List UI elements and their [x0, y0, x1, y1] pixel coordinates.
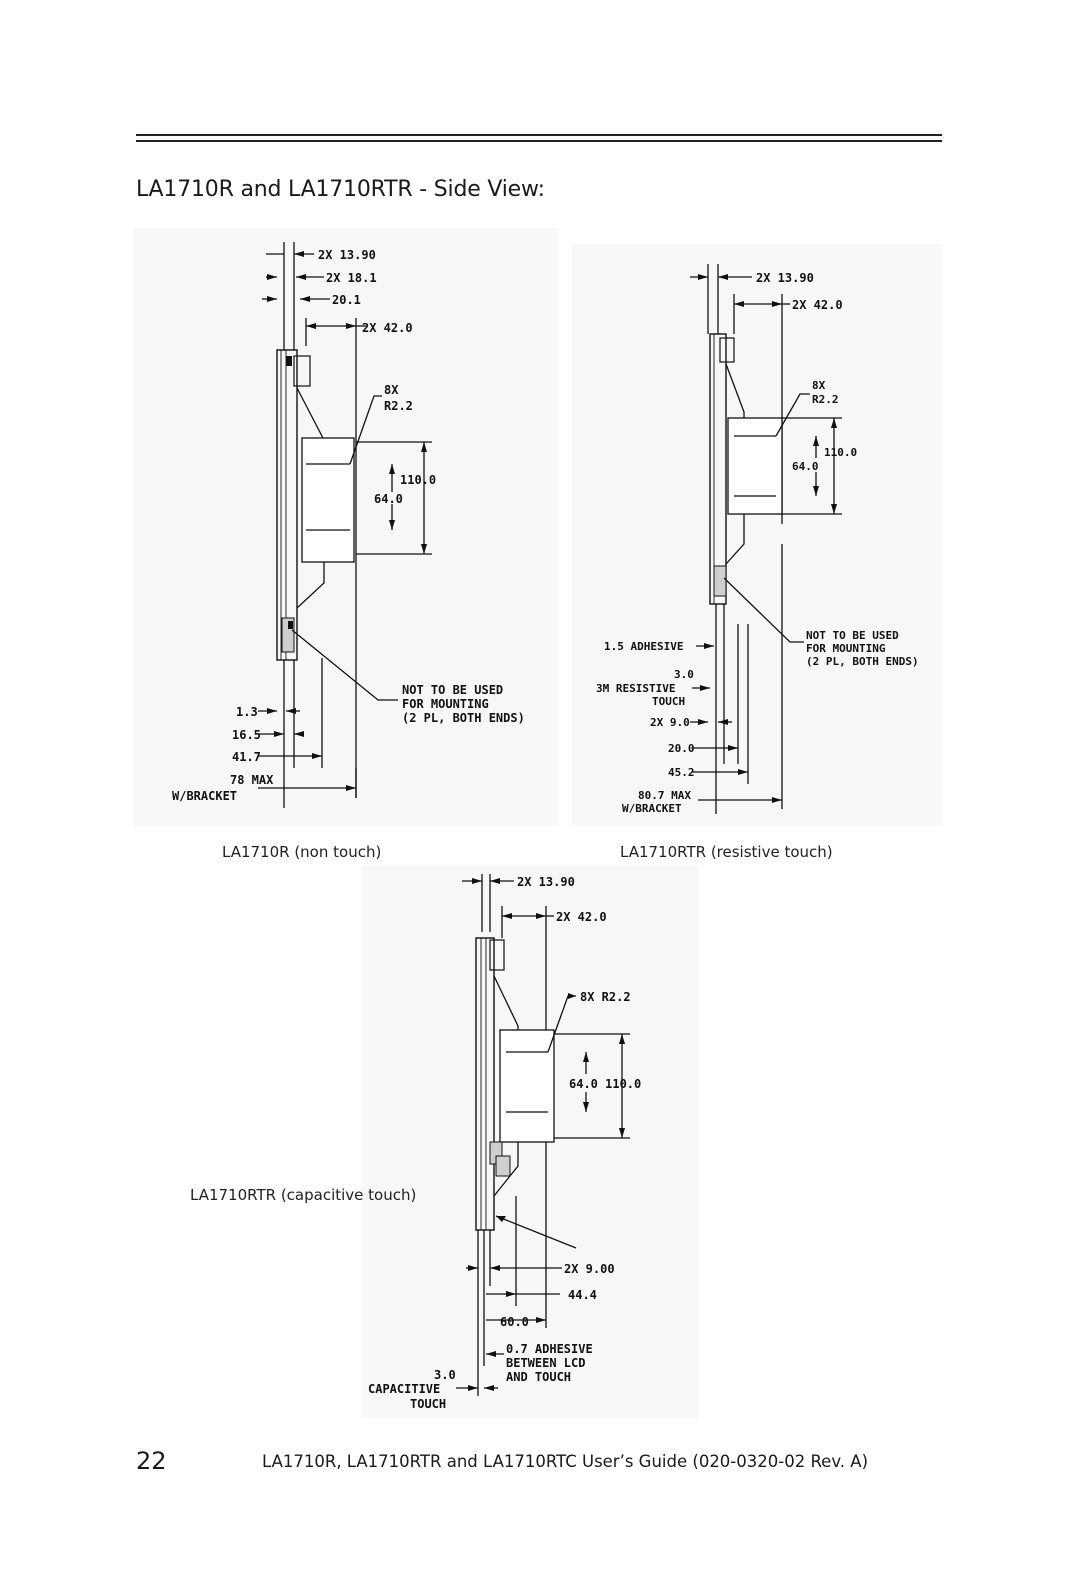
res-dim-45-2: 45.2 — [668, 766, 695, 779]
res-note-3: (2 PL, BOTH ENDS) — [806, 655, 919, 668]
dim-110-0: 110.0 — [400, 473, 436, 487]
dim-w-bracket: W/BRACKET — [172, 789, 237, 803]
cap-capacitive-2: TOUCH — [410, 1397, 446, 1411]
header-rule-bottom — [136, 140, 942, 142]
cap-dim-44-4: 44.4 — [568, 1288, 597, 1302]
res-dim-9-0: 2X 9.0 — [650, 716, 690, 729]
dim-20-1: 20.1 — [332, 293, 361, 307]
cap-dim-42-0: 2X 42.0 — [556, 910, 607, 924]
figure-resistive: 2X 13.90 2X 42.0 8X R2.2 110.0 — [572, 244, 942, 826]
cap-adhesive-3: AND TOUCH — [506, 1370, 571, 1384]
res-dim-8x: 8X — [812, 379, 826, 392]
note-line-3: (2 PL, BOTH ENDS) — [402, 711, 525, 725]
res-dim-20-0: 20.0 — [668, 742, 695, 755]
cap-dim-60-0: 60.0 — [500, 1315, 529, 1329]
dim-8x: 8X — [384, 383, 399, 397]
cap-dim-3-0: 3.0 — [434, 1368, 456, 1382]
figure-capacitive: 2X 13.90 2X 42.0 8X R2.2 — [362, 866, 698, 1418]
res-dim-80-7: 80.7 MAX — [638, 789, 691, 802]
caption-non-touch: LA1710R (non touch) — [222, 843, 382, 861]
caption-capacitive: LA1710RTR (capacitive touch) — [190, 1186, 417, 1204]
dim-64-0: 64.0 — [374, 492, 403, 506]
dim-r2-2: R2.2 — [384, 399, 413, 413]
drawing-capacitive: 2X 13.90 2X 42.0 8X R2.2 — [368, 874, 641, 1411]
cap-adhesive-2: BETWEEN LCD — [506, 1356, 585, 1370]
dim-78-max: 78 MAX — [230, 773, 274, 787]
note-line-2: FOR MOUNTING — [402, 697, 489, 711]
cap-dim-13-90: 2X 13.90 — [517, 875, 575, 889]
dim-18-1: 2X 18.1 — [326, 271, 377, 285]
dim-13-90: 2X 13.90 — [318, 248, 376, 262]
cap-capacitive-1: CAPACITIVE — [368, 1382, 440, 1396]
res-dim-64-0: 64.0 — [792, 460, 819, 473]
section-title: LA1710R and LA1710RTR - Side View: — [136, 177, 545, 202]
res-dim-r2-2: R2.2 — [812, 393, 839, 406]
res-dim-110-0: 110.0 — [824, 446, 857, 459]
res-resistive-2: TOUCH — [652, 695, 685, 708]
drawing-non-touch: 2X 13.90 2X 18.1 20.1 2X 42.0 — [172, 242, 525, 808]
res-adhesive: 1.5 ADHESIVE — [604, 640, 683, 653]
cap-dim-r2-2: 8X R2.2 — [580, 990, 631, 1004]
res-resistive-1: 3M RESISTIVE — [596, 682, 675, 695]
caption-resistive: LA1710RTR (resistive touch) — [620, 843, 833, 861]
dim-1-3: 1.3 — [236, 705, 258, 719]
res-dim-3-0: 3.0 — [674, 668, 694, 681]
cap-dim-9-00: 2X 9.00 — [564, 1262, 615, 1276]
res-note-1: NOT TO BE USED — [806, 629, 899, 642]
cap-adhesive-1: 0.7 ADHESIVE — [506, 1342, 593, 1356]
res-dim-13-90: 2X 13.90 — [756, 271, 814, 285]
res-w-bracket: W/BRACKET — [622, 802, 682, 815]
res-note-2: FOR MOUNTING — [806, 642, 886, 655]
cap-dim-64-110: 64.0 110.0 — [569, 1077, 641, 1091]
dim-16-5: 16.5 — [232, 728, 261, 742]
footer-guide-title: LA1710R, LA1710RTR and LA1710RTC User’s … — [262, 1452, 869, 1471]
figure-non-touch: 2X 13.90 2X 18.1 20.1 2X 42.0 — [134, 228, 558, 826]
page-number: 22 — [136, 1447, 167, 1475]
dim-42-0: 2X 42.0 — [362, 321, 413, 335]
note-line-1: NOT TO BE USED — [402, 683, 503, 697]
drawing-resistive: 2X 13.90 2X 42.0 8X R2.2 110.0 — [596, 264, 919, 815]
dim-41-7: 41.7 — [232, 750, 261, 764]
header-rule-top — [136, 134, 942, 136]
res-dim-42-0: 2X 42.0 — [792, 298, 843, 312]
